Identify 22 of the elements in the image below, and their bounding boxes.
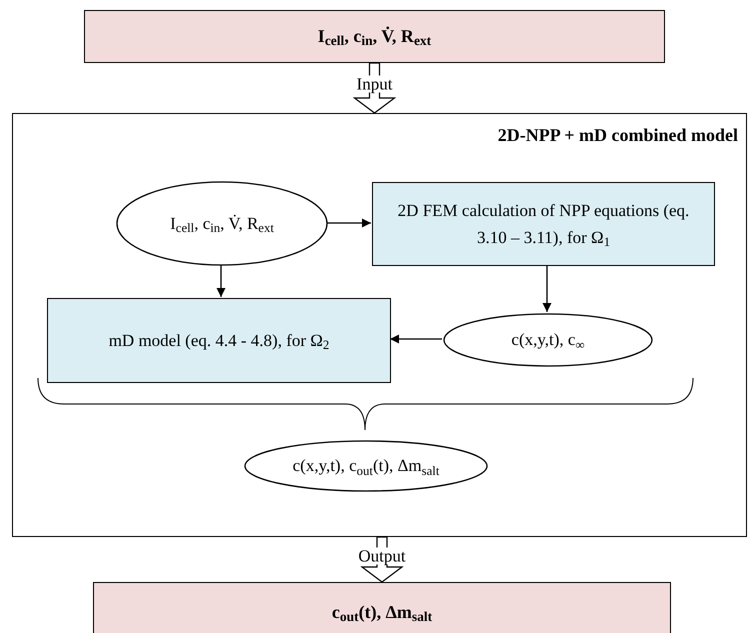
- arrow: [390, 334, 442, 344]
- node-label: c(x,y,t), c$_{out}$(t), Δm$_{salt}$: [292, 455, 440, 480]
- node-label: I$_{cell}$, c$_{in}$, V̇, R$_{ext}$: [169, 212, 275, 238]
- model-frame: [12, 113, 747, 537]
- edge-label: Output: [356, 547, 408, 564]
- data-ellipse: [116, 181, 328, 266]
- node-label: 2D FEM calculation of NPP equations (eq. 3.10 – 3.11), for Ω$_{1}$: [396, 200, 690, 252]
- input-box: [93, 582, 671, 633]
- arrow: [542, 265, 552, 312]
- container-title: 2D-NPP + mD combined model: [498, 124, 738, 147]
- arrow: [327, 218, 371, 228]
- arrow: [216, 265, 226, 297]
- data-ellipse: [443, 313, 653, 367]
- process-box: [372, 182, 715, 266]
- process-box: [47, 298, 391, 383]
- edge-label: Input: [354, 76, 394, 92]
- node-label: mD model (eq. 4.4 - 4.8), for Ω$_{2}$: [108, 330, 330, 354]
- input-box: [84, 10, 665, 63]
- data-ellipse: [244, 440, 488, 492]
- node-label: c(x,y,t), c$_{∞}$: [510, 329, 586, 354]
- node-label: c$_{out}$(t), Δm$_{salt}$: [332, 600, 432, 626]
- node-label: I$_{cell}$, c$_{in}$, V̇, R$_{ext}$: [318, 25, 432, 50]
